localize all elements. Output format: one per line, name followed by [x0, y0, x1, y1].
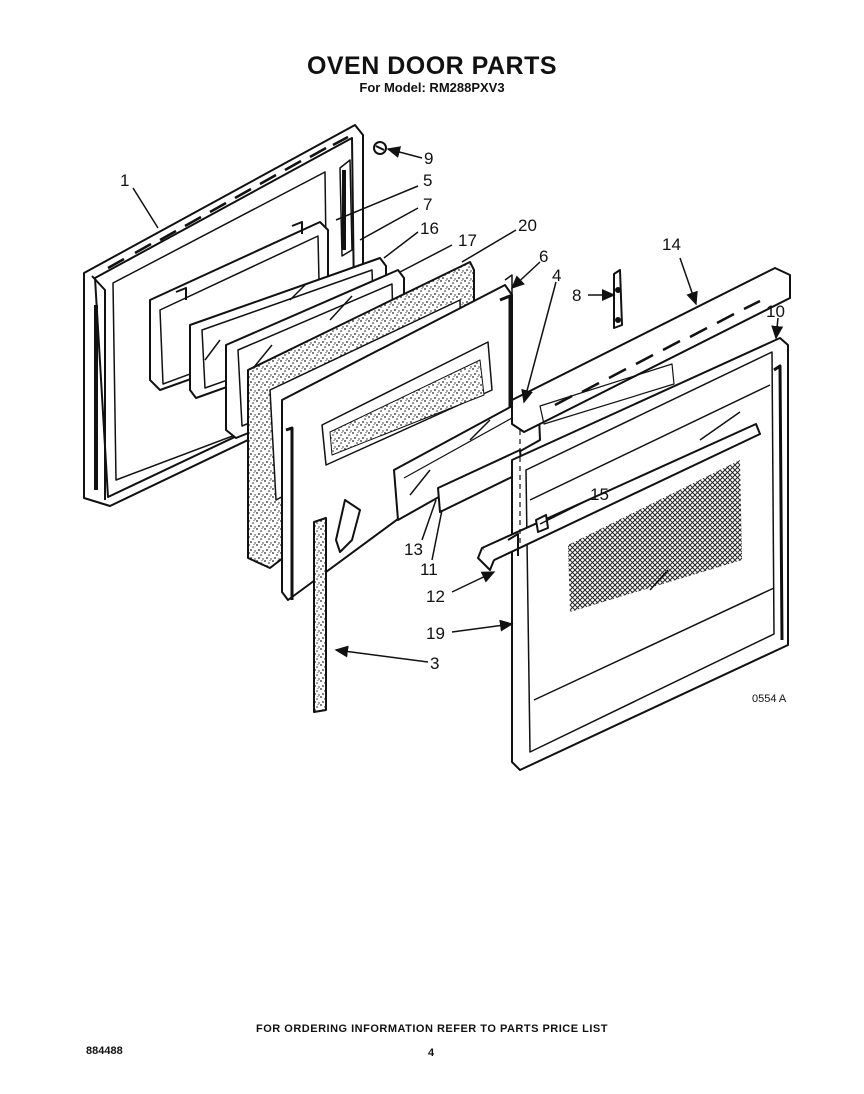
top-vent-trim: [511, 267, 791, 433]
callout-14: 14: [662, 235, 681, 254]
leader-9: [386, 146, 423, 159]
handle-rail: [477, 423, 761, 571]
leader-11: [431, 509, 443, 561]
callout-5: 5: [423, 171, 432, 190]
leader-20: [461, 229, 517, 263]
callout-7: 7: [423, 195, 432, 214]
callout-3: 3: [430, 654, 439, 673]
callout-11: 11: [420, 560, 438, 579]
diagram-code: 0554 A: [752, 693, 787, 705]
leader-17: [399, 244, 453, 273]
document-number: 884488: [86, 1045, 123, 1057]
bracket: [613, 269, 623, 329]
window-glass: [393, 391, 541, 521]
leader-16: [383, 231, 419, 259]
leader-12: [451, 571, 496, 593]
ordering-note: FOR ORDERING INFORMATION REFER TO PARTS …: [256, 1023, 608, 1035]
screw: [373, 141, 387, 155]
model-subtitle: For Model: RM288PXV3: [359, 80, 505, 95]
leader-14: [679, 257, 698, 306]
callout-8: 8: [572, 286, 581, 305]
page-title: OVEN DOOR PARTS: [306, 52, 558, 80]
callout-9: 9: [424, 149, 433, 168]
callout-12: 12: [426, 587, 445, 606]
leader-13: [421, 499, 437, 541]
leader-4: [521, 281, 557, 404]
callout-1: 1: [120, 171, 129, 190]
leader-19: [451, 619, 514, 633]
leader-1: [132, 187, 159, 229]
leader-5: [335, 185, 419, 221]
callout-6: 6: [539, 247, 548, 266]
callout-17: 17: [458, 231, 477, 250]
callout-15: 15: [590, 485, 609, 504]
leader-7: [359, 207, 419, 241]
leader-3: [334, 645, 429, 663]
callout-13: 13: [404, 540, 423, 559]
callout-10: 10: [766, 302, 785, 321]
leader-15: [539, 499, 589, 525]
leader-6: [510, 261, 541, 290]
callout-20: 20: [518, 216, 537, 235]
callout-4: 4: [552, 266, 561, 285]
side-trim-strip: [313, 517, 327, 713]
callout-19: 19: [426, 624, 445, 643]
leader-10: [771, 317, 784, 340]
page-number: 4: [428, 1047, 435, 1059]
callout-16: 16: [420, 219, 439, 238]
